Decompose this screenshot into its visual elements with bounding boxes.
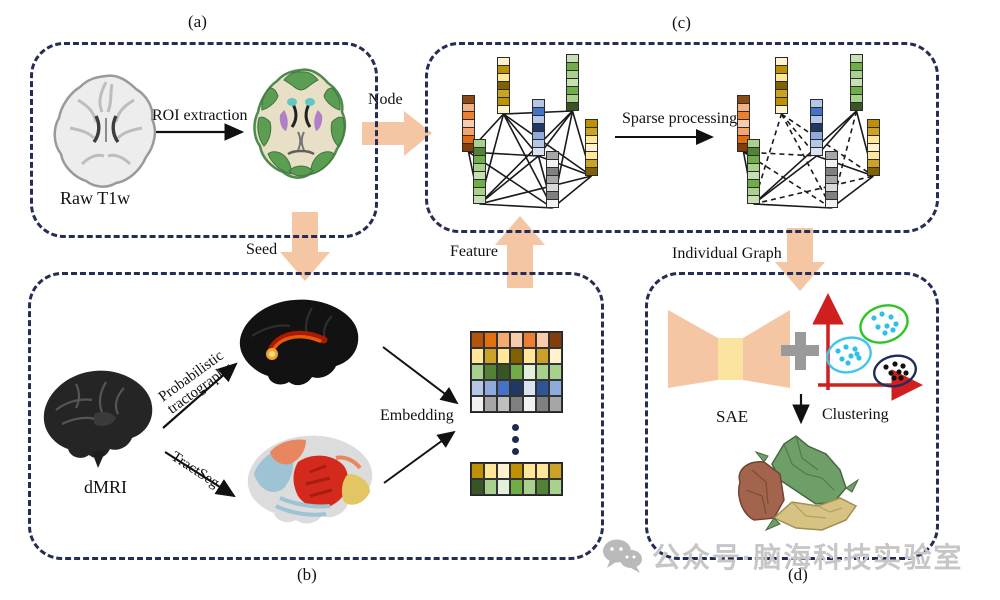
tractseg-arrow — [164, 451, 236, 498]
sae-label: SAE — [716, 407, 749, 426]
sparse-graph-edge — [815, 110, 858, 157]
embedding-arrow-bottom — [383, 430, 456, 484]
dmri-caption: dMRI — [84, 477, 128, 497]
roi-extraction-label: ROI extraction — [152, 107, 248, 124]
sparse-graph-edge — [753, 175, 874, 205]
panel-a-letter: (a) — [188, 12, 207, 31]
panel-b — [28, 272, 604, 560]
dense-graph-edge — [503, 113, 592, 177]
plus-icon — [781, 332, 819, 370]
clustering-plot — [812, 293, 923, 401]
panel-b-letter: (b) — [297, 565, 317, 584]
feature-arrow — [495, 216, 545, 288]
sparse-graph-edge — [781, 113, 874, 177]
panel-c-letter: (c) — [672, 13, 691, 32]
panel-d-letter: (d) — [788, 565, 808, 584]
feature-label: Feature — [450, 243, 498, 260]
individual-graph-arrow — [775, 228, 825, 291]
clustering-label: Clustering — [822, 406, 889, 423]
watermark: 公众号·脑海科技实验室 — [600, 536, 963, 576]
sparse-graph-edge — [753, 203, 832, 209]
seed-arrow — [280, 212, 330, 281]
sparse-graph-edge — [752, 113, 783, 205]
probabilistic-arrow — [162, 362, 238, 429]
panel-c — [425, 42, 939, 233]
seed-label: Seed — [246, 241, 278, 258]
raw-t1w-caption: Raw T1w — [60, 188, 131, 208]
dense-graph-edge — [479, 175, 592, 205]
embedding-arrow-top — [382, 346, 459, 405]
sparse-processing-label: Sparse processing — [622, 110, 738, 127]
panel-d — [645, 272, 939, 560]
sae-autoencoder-shape — [668, 310, 790, 388]
cluster-navy — [873, 354, 917, 388]
individual-graph-label: Individual Graph — [672, 245, 782, 262]
cluster-green — [859, 304, 909, 344]
dense-graph-edge — [479, 203, 553, 209]
wechat-icon — [603, 539, 642, 573]
embedding-label: Embedding — [380, 407, 454, 424]
dense-graph-edge — [551, 175, 593, 209]
node-label: Node — [368, 91, 403, 108]
panel-a — [30, 42, 378, 238]
dense-graph-edge — [502, 113, 554, 209]
sparse-graph-edge — [753, 155, 817, 205]
node-arrow — [362, 111, 432, 156]
cluster-cyan — [826, 336, 872, 374]
watermark-text: 公众号·脑海科技实验室 — [652, 542, 964, 573]
sparse-graph-edge — [831, 175, 874, 209]
